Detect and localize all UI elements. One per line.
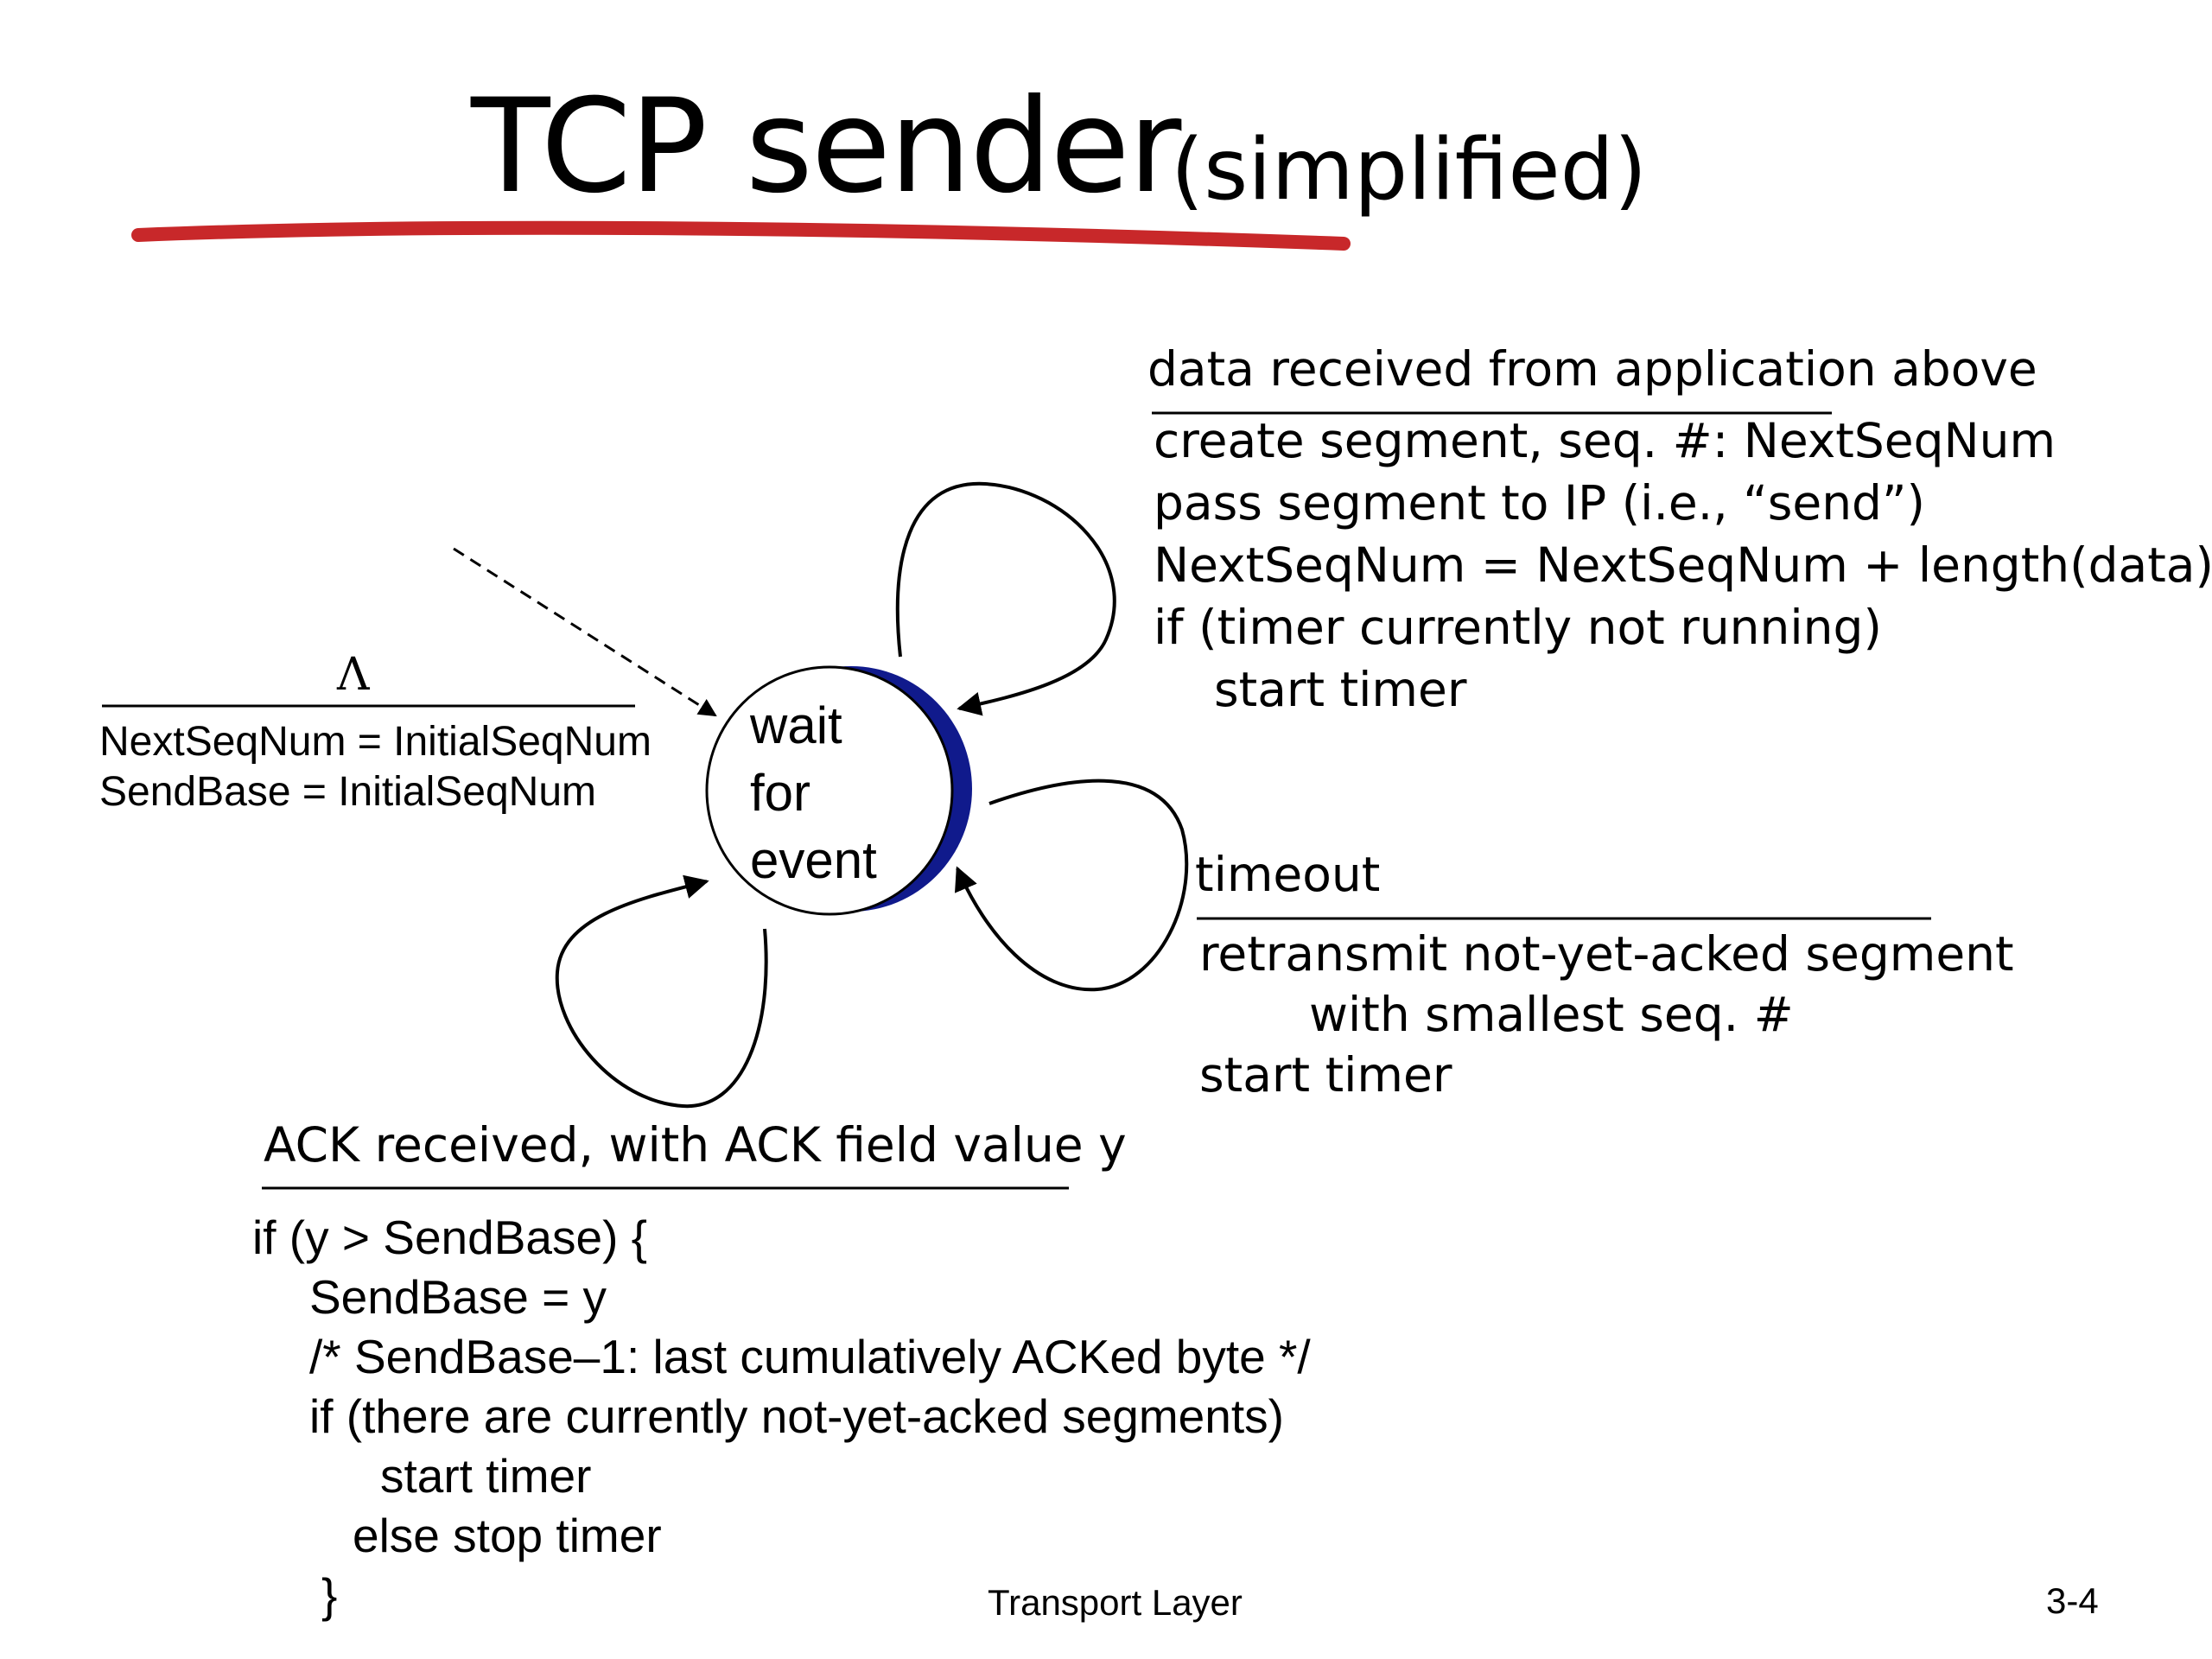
- data-loop-arrow: [895, 481, 1116, 716]
- state-label-line-2: for: [750, 764, 811, 822]
- state-label-line-3: event: [750, 831, 877, 889]
- timeout-action-2: with smallest seq. #: [1309, 987, 1794, 1042]
- data-action-4: if (timer currently not running): [1154, 600, 1882, 655]
- state-circle: [705, 665, 954, 916]
- data-action-1: create segment, seq. #: NextSeqNum: [1154, 413, 2056, 468]
- timeout-event-label: timeout: [1195, 847, 1381, 902]
- page-subtitle: (simplified): [1171, 121, 1648, 219]
- timeout-loop-arrow: [955, 779, 1189, 992]
- timeout-action-3: start timer: [1199, 1047, 1452, 1103]
- ack-action-7: }: [321, 1568, 338, 1622]
- initial-arrow: [453, 547, 717, 717]
- init-event-lambda: Λ: [337, 649, 370, 701]
- page-title: TCP sender: [471, 72, 1181, 222]
- ack-action-5: start timer: [380, 1449, 592, 1503]
- init-action-1: NextSeqNum = InitialSeqNum: [99, 719, 652, 765]
- ack-action-1: if (y > SendBase) {: [252, 1211, 648, 1264]
- ack-action-3: /* SendBase–1: last cumulatively ACKed b…: [309, 1330, 1311, 1383]
- init-action-2: SendBase = InitialSeqNum: [99, 769, 597, 815]
- title-underline: [131, 220, 1351, 251]
- data-action-5: start timer: [1214, 662, 1467, 717]
- footer-section-label: Transport Layer: [988, 1582, 1243, 1623]
- data-action-2: pass segment to IP (i.e., “send”): [1154, 475, 1925, 531]
- ack-action-4: if (there are currently not-yet-acked se…: [309, 1389, 1284, 1443]
- ack-action-6: else stop timer: [353, 1509, 662, 1562]
- ack-loop-arrow: [555, 874, 768, 1109]
- state-label-line-1: wait: [750, 696, 842, 754]
- data-event-label: data received from application above: [1147, 341, 2037, 397]
- data-action-3: NextSeqNum = NextSeqNum + length(data): [1154, 537, 2212, 593]
- timeout-action-1: retransmit not-yet-acked segment: [1199, 926, 2014, 982]
- page-number: 3-4: [2046, 1580, 2099, 1621]
- ack-event-label: ACK received, with ACK field value y: [264, 1117, 1127, 1173]
- ack-action-2: SendBase = y: [309, 1270, 607, 1324]
